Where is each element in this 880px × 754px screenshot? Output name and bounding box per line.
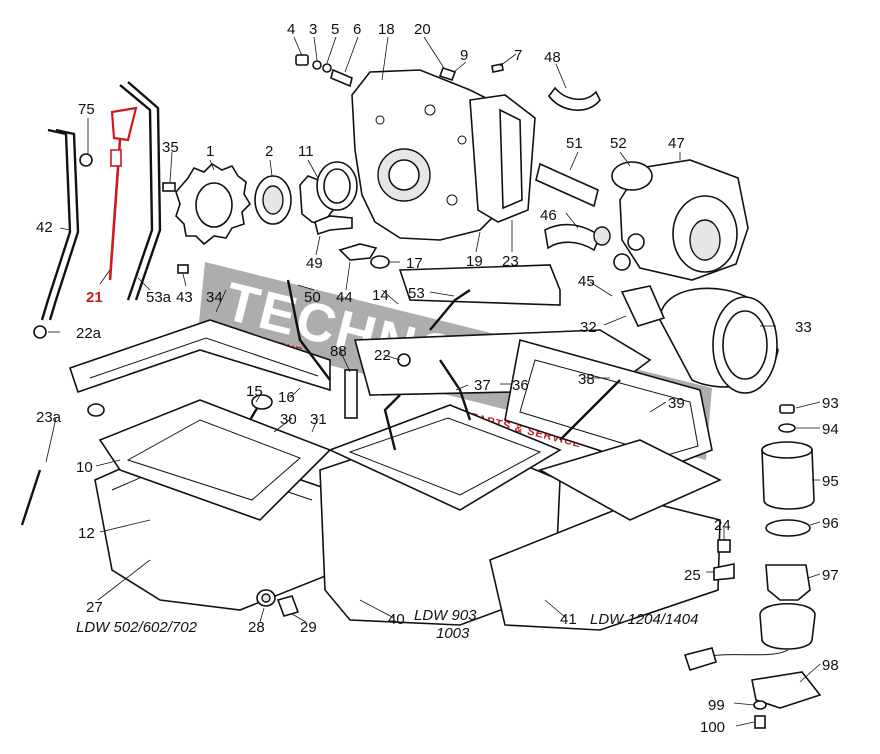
callout-17: 17 — [406, 255, 423, 272]
callout-88: 88 — [330, 343, 347, 360]
dipstick-group — [33, 81, 162, 339]
callout-49: 49 — [306, 255, 323, 272]
spin-on-filter — [620, 285, 779, 394]
callout-1: 1 — [206, 143, 214, 160]
oil-pan-large — [489, 439, 722, 631]
callout-27: 27 — [86, 599, 103, 616]
timing-cover — [351, 69, 536, 241]
callout-99: 99 — [708, 697, 725, 714]
bolts-top — [295, 54, 504, 88]
callout-21: 23 — [502, 253, 519, 270]
callout-22: 22 — [374, 347, 391, 364]
oil-pan-small — [94, 399, 332, 611]
callout-43: 21 — [86, 289, 103, 306]
callout-37: 37 — [474, 377, 491, 394]
model-captions: LDW 502/602/702 LDW 903 1003 LDW 1204/14… — [76, 607, 698, 642]
callout-51: 51 — [566, 135, 583, 152]
callout-41: 41 — [560, 611, 577, 628]
callout-32: 32 — [580, 319, 597, 336]
callout-3: 3 — [309, 21, 317, 38]
callout-45: 45 — [578, 273, 595, 290]
callout-9: 9 — [460, 47, 468, 64]
callout-19: 19 — [466, 253, 483, 270]
callout-97: 97 — [822, 567, 839, 584]
gasket-large — [504, 338, 713, 471]
callout-15: 15 — [246, 383, 263, 400]
callout-7: 7 — [514, 47, 522, 64]
callout-93: 93 — [822, 395, 839, 412]
callout-6: 6 — [353, 21, 361, 38]
gasket-small — [68, 319, 331, 394]
callout-53: 14 — [372, 287, 389, 304]
callout-30: 30 — [280, 411, 297, 428]
callout-12: 12 — [78, 525, 95, 542]
callout-53a: 34 — [206, 289, 223, 306]
callout-22a: 22a — [76, 325, 102, 342]
small-bolts — [162, 182, 390, 274]
callout-48: 48 — [544, 49, 561, 66]
callout-33: 33 — [795, 319, 812, 336]
callout-100: 100 — [700, 719, 725, 736]
callout-40: 40 — [388, 611, 405, 628]
model-small: LDW 502/602/702 — [76, 619, 198, 636]
callout-35: 35 — [162, 139, 179, 156]
pipes — [20, 279, 621, 526]
dipstick-handle — [110, 106, 138, 142]
callout-14: 44 — [336, 289, 353, 306]
callout-39: 39 — [668, 395, 685, 412]
callout-25: 25 — [684, 567, 701, 584]
model-mid-2: 1003 — [436, 625, 470, 642]
pressure-switch-stack — [683, 404, 822, 729]
callout-75: 75 — [78, 101, 95, 118]
callout-34: 43 — [176, 289, 193, 306]
callout-4: 4 — [287, 21, 295, 38]
leader-lines — [45, 36, 821, 727]
gear-group — [175, 161, 358, 246]
callout-24: 24 — [714, 517, 731, 534]
callout-95: 95 — [822, 473, 839, 490]
callout-28: 28 — [248, 619, 265, 636]
callout-47: 47 — [668, 135, 685, 152]
callout-50: 53a — [146, 289, 172, 306]
hose-48 — [548, 86, 601, 111]
callout-36: 36 — [512, 377, 529, 394]
drain-plugs — [256, 539, 735, 617]
callout-42: 42 — [36, 219, 53, 236]
callout-20: 20 — [414, 21, 431, 38]
callout-44: 50 — [304, 289, 321, 306]
callout-16: 16 — [278, 389, 295, 406]
model-mid-1: LDW 903 — [414, 607, 477, 624]
callout-96: 96 — [822, 515, 839, 532]
callout-23a: 23a — [36, 409, 62, 426]
callout-10: 10 — [76, 459, 93, 476]
callout-94: 94 — [822, 421, 839, 438]
callout-31: 31 — [310, 411, 327, 428]
callout-98: 98 — [822, 657, 839, 674]
callout-23: 53 — [408, 285, 425, 302]
callout-46: 46 — [540, 207, 557, 224]
callout-38: 38 — [578, 371, 595, 388]
callout-29: 29 — [300, 619, 317, 636]
oil-filter-head — [535, 159, 749, 281]
model-large: LDW 1204/1404 — [590, 611, 698, 628]
callout-11: 11 — [298, 143, 314, 160]
callout-52: 52 — [610, 135, 627, 152]
callout-2: 2 — [265, 143, 273, 160]
callout-5: 5 — [331, 21, 339, 38]
callout-labels: 4 3 5 6 18 20 9 7 48 75 35 1 2 11 51 52 … — [36, 21, 839, 736]
callout-18: 18 — [378, 21, 395, 38]
